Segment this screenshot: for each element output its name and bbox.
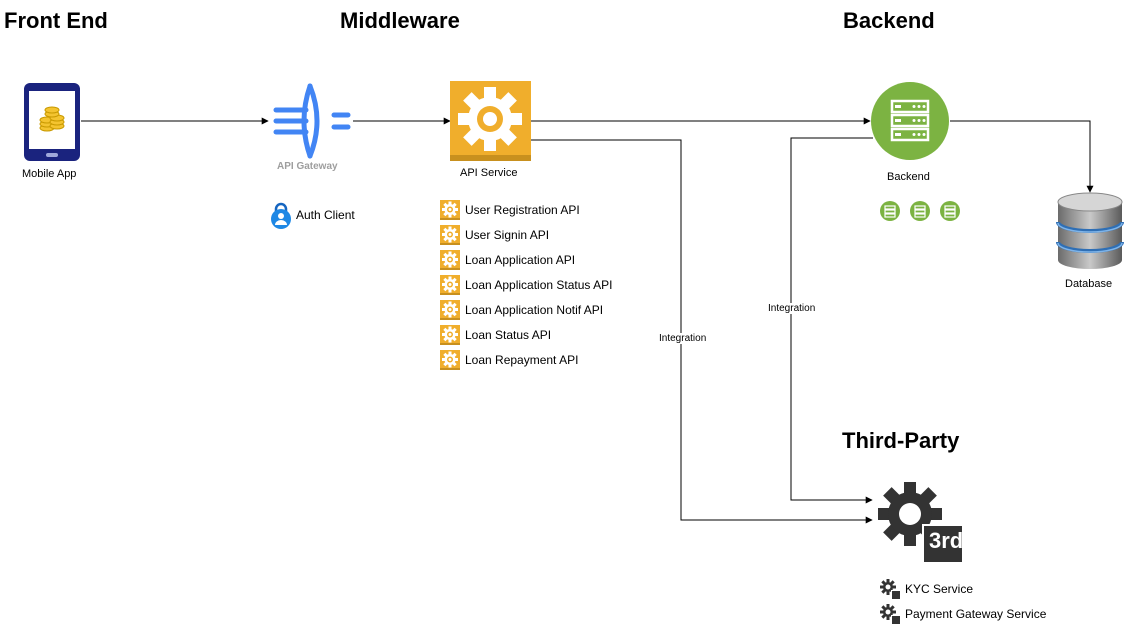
api-list-item-label: Loan Status API [465, 328, 552, 342]
third-party-badge: 3rd [929, 528, 963, 554]
server-small-icon [880, 201, 900, 221]
server-icon [870, 81, 950, 161]
heading-third-party: Third-Party [842, 428, 960, 453]
gear-icon [440, 225, 460, 245]
gear-icon [440, 350, 460, 370]
api-list-item: Loan Application Status API [440, 274, 612, 296]
heading-middleware: Middleware [340, 8, 460, 33]
api-list-item: Loan Repayment API [440, 349, 578, 371]
api-gateway-label: API Gateway [277, 161, 338, 172]
gear-icon [440, 325, 460, 345]
third-party-service-label: KYC Service [905, 582, 974, 596]
server-small-icon [910, 201, 930, 221]
third-party-gear-icon [876, 480, 964, 564]
api-list-item-label: Loan Application Notif API [465, 303, 604, 317]
api-list-item: Loan Application API [440, 249, 575, 271]
gear-icon [440, 250, 460, 270]
auth-client-label: Auth Client [296, 208, 355, 222]
third-party-gear-icon [880, 604, 900, 624]
gear-icon [440, 200, 460, 220]
edge-label-integration-service: Integration [657, 333, 709, 344]
database-icon [1055, 192, 1125, 270]
third-party-service-item: Payment Gateway Service [880, 604, 1046, 624]
third-party-service-item: KYC Service [880, 579, 973, 599]
third-party-service-label: Payment Gateway Service [905, 607, 1047, 621]
database-label: Database [1065, 278, 1113, 290]
third-party-gear-icon [880, 579, 900, 599]
mobile-phone-icon [23, 82, 81, 162]
backend-label: Backend [887, 171, 930, 183]
api-list-item-label: Loan Application API [465, 253, 576, 267]
api-service-label: API Service [460, 167, 518, 179]
api-gateway-icon [272, 82, 352, 160]
edge-backend-to-database [950, 120, 1094, 193]
api-list-item-label: Loan Repayment API [465, 353, 579, 367]
lock-icon [269, 202, 293, 230]
heading-front-end: Front End [4, 8, 108, 33]
gear-icon [450, 81, 531, 161]
api-list-item: User Registration API [440, 199, 580, 221]
api-list-item: User Signin API [440, 224, 549, 246]
api-list-item-label: User Signin API [465, 228, 550, 242]
api-list-item-label: Loan Application Status API [465, 278, 613, 292]
third-party-badge-text: 3rd [929, 528, 964, 553]
heading-backend: Backend [843, 8, 935, 33]
api-list-item: Loan Status API [440, 324, 551, 346]
gear-icon [440, 300, 460, 320]
api-list-item-label: User Registration API [465, 203, 580, 217]
gear-icon [440, 275, 460, 295]
edge-backend-to-third-party [790, 137, 873, 504]
edge-label-integration-backend: Integration [766, 303, 818, 314]
mobile-app-label: Mobile App [22, 168, 77, 180]
edge-service-to-third-party [531, 139, 873, 524]
api-list-item: Loan Application Notif API [440, 299, 603, 321]
server-small-icon [940, 201, 960, 221]
